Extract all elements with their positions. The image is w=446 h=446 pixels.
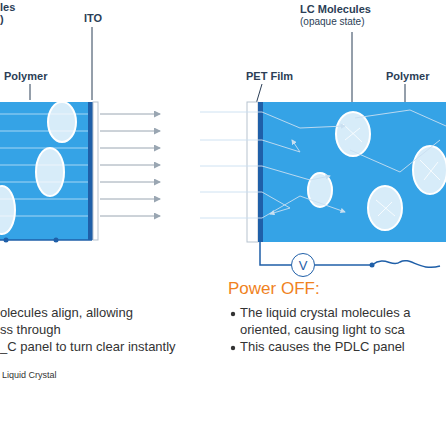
voltage-symbol: V [299,259,308,272]
part-label: LC Molecules [300,3,371,16]
bullet-text: _C panel to turn clear instantly [0,340,176,355]
bullet-text: oriented, causing light to sca [240,323,405,338]
bullet-text: ss through [0,323,61,338]
part-label: Polymer [386,70,429,83]
part-note: (opaque state) [300,16,365,28]
part-label: ITO [84,12,102,25]
voltage-source: V [291,253,315,277]
part-label: ) [0,13,4,26]
state-heading: Power OFF: [228,279,320,299]
footnote: Liquid Crystal [2,370,57,380]
part-label: PET Film [246,70,293,83]
part-label: les [0,1,15,14]
part-label: Polymer [4,70,47,83]
bullet-text: The liquid crystal molecules a [240,306,411,321]
bullet-text: olecules align, allowing [0,306,133,321]
bullet-text: This causes the PDLC panel [240,340,405,355]
